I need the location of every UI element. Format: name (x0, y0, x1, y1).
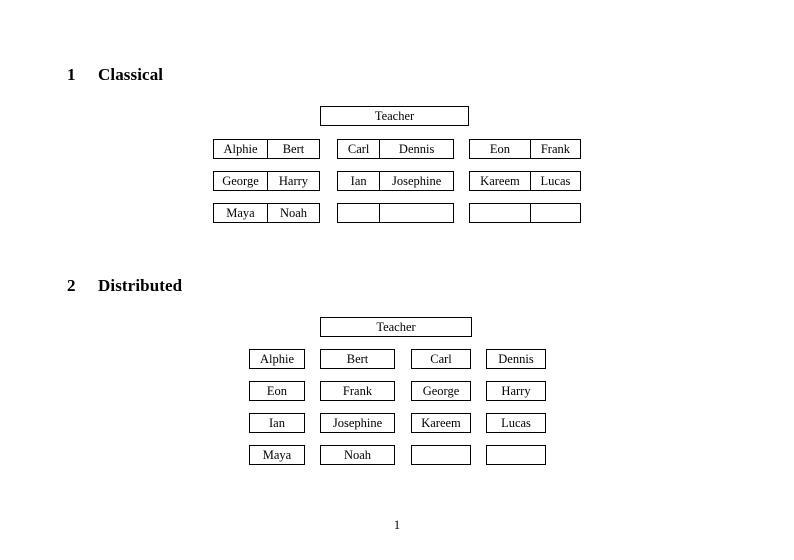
distributed-box[interactable]: Ian (249, 413, 305, 433)
classical-group1-row2[interactable]: George Harry (213, 171, 320, 191)
distributed-box[interactable]: Josephine (320, 413, 395, 433)
classical-cell[interactable]: Frank (529, 140, 580, 158)
page-number: 1 (393, 518, 401, 532)
distributed-box[interactable]: Dennis (486, 349, 546, 369)
classical-group2-row1[interactable]: Carl Dennis (337, 139, 454, 159)
classical-group2-row2[interactable]: Ian Josephine (337, 171, 454, 191)
classical-cell[interactable]: Dennis (379, 140, 453, 158)
classical-group1-row3[interactable]: Maya Noah (213, 203, 320, 223)
classical-group3-row1[interactable]: Eon Frank (469, 139, 581, 159)
classical-cell[interactable]: Ian (350, 174, 367, 188)
classical-cell[interactable]: Alphie (223, 142, 258, 156)
classical-cell[interactable]: Josephine (379, 172, 453, 190)
classical-cell[interactable]: Noah (266, 204, 319, 222)
distributed-box[interactable]: Frank (320, 381, 395, 401)
classical-cell[interactable] (470, 204, 530, 222)
classical-cell[interactable] (529, 204, 580, 222)
distributed-box[interactable]: Harry (486, 381, 546, 401)
classical-group2-row3[interactable] (337, 203, 454, 223)
distributed-box[interactable]: Bert (320, 349, 395, 369)
classical-cell[interactable]: Maya (226, 206, 255, 220)
classical-cell[interactable] (338, 204, 379, 222)
classical-cell[interactable]: Carl (347, 142, 370, 156)
classical-cell[interactable] (379, 204, 453, 222)
classical-group3-row3[interactable] (469, 203, 581, 223)
section-heading-distributed: 2 Distributed (67, 277, 182, 294)
classical-cell[interactable]: Eon (489, 142, 511, 156)
distributed-box[interactable]: Eon (249, 381, 305, 401)
section-heading-classical: 1 Classical (67, 66, 163, 83)
distributed-box[interactable]: George (411, 381, 471, 401)
classical-cell[interactable]: Bert (266, 140, 319, 158)
classical-cell[interactable]: Lucas (529, 172, 580, 190)
section-number: 1 (67, 65, 76, 84)
classical-cell[interactable]: Harry (266, 172, 319, 190)
classical-teacher-box[interactable]: Teacher (320, 106, 469, 126)
classical-group1-row1[interactable]: Alphie Bert (213, 139, 320, 159)
section-title: Classical (98, 65, 164, 84)
distributed-box[interactable]: Noah (320, 445, 395, 465)
classical-cell[interactable]: George (222, 174, 259, 188)
classical-cell[interactable]: Kareem (480, 174, 520, 188)
distributed-box[interactable] (411, 445, 471, 465)
distributed-box[interactable]: Kareem (411, 413, 471, 433)
distributed-box[interactable] (486, 445, 546, 465)
distributed-box[interactable]: Carl (411, 349, 471, 369)
classical-group3-row2[interactable]: Kareem Lucas (469, 171, 581, 191)
distributed-teacher-box[interactable]: Teacher (320, 317, 472, 337)
distributed-box[interactable]: Lucas (486, 413, 546, 433)
section-title: Distributed (98, 276, 183, 295)
distributed-box[interactable]: Maya (249, 445, 305, 465)
section-number: 2 (67, 276, 76, 295)
distributed-box[interactable]: Alphie (249, 349, 305, 369)
